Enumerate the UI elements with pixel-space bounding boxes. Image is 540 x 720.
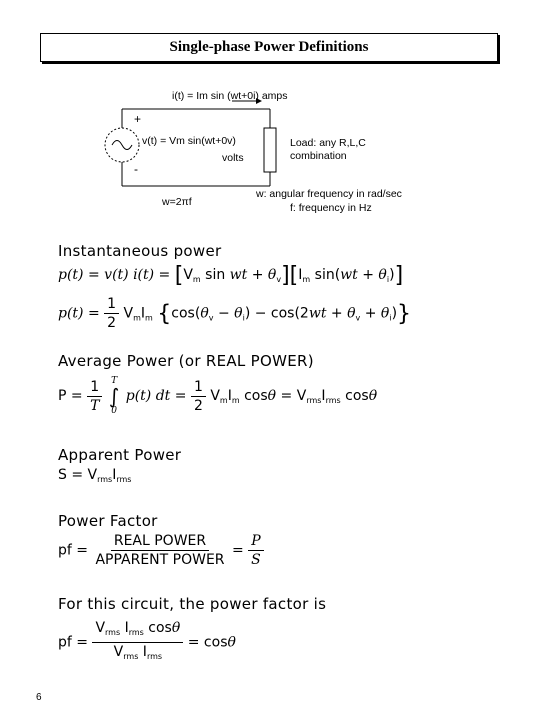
heading-apparent-power: Apparent Power — [58, 446, 182, 464]
pf-denominator: APPARENT POWER — [95, 552, 225, 568]
w-description: w: angular frequency in rad/sec — [256, 188, 402, 200]
heading-power-factor: Power Factor — [58, 512, 158, 530]
heading-instantaneous-power: Instantaneous power — [58, 242, 222, 260]
current-label: i(t) = Im sin (wt+0i) amps — [172, 90, 288, 102]
voltage-label: v(t) = Vm sin(wt+0v) — [142, 135, 236, 147]
load-resistor-icon — [263, 127, 277, 173]
omega-definition: w=2πf — [162, 196, 192, 208]
f-description: f: frequency in Hz — [290, 202, 372, 214]
sine-wave-icon — [111, 140, 133, 150]
volts-label: volts — [222, 152, 244, 164]
equation-circuit-power-factor: pf = Vrms Irms cosθ Vrms Irms = cosθ — [58, 620, 236, 661]
load-label-line1: Load: any R,L,C — [290, 137, 366, 149]
minus-sign: - — [134, 162, 138, 176]
page-title: Single-phase Power Definitions — [40, 33, 498, 62]
pf-numerator: REAL POWER — [110, 533, 210, 551]
equation-instantaneous-1: p(t) = v(t) i(t) = [Vm sin wt + θv][Im s… — [58, 263, 404, 288]
ac-source-icon — [104, 127, 140, 163]
heading-circuit-power-factor: For this circuit, the power factor is — [58, 595, 327, 613]
page-number: 6 — [36, 692, 42, 703]
circuit-diagram — [104, 98, 277, 187]
equation-apparent-power: S = VrmsIrms — [58, 467, 132, 484]
load-label-line2: combination — [290, 150, 347, 162]
plus-sign: + — [134, 112, 142, 126]
page-title-text: Single-phase Power Definitions — [169, 39, 369, 55]
current-arrow-icon — [256, 98, 262, 104]
heading-average-power: Average Power (or REAL POWER) — [58, 352, 314, 370]
